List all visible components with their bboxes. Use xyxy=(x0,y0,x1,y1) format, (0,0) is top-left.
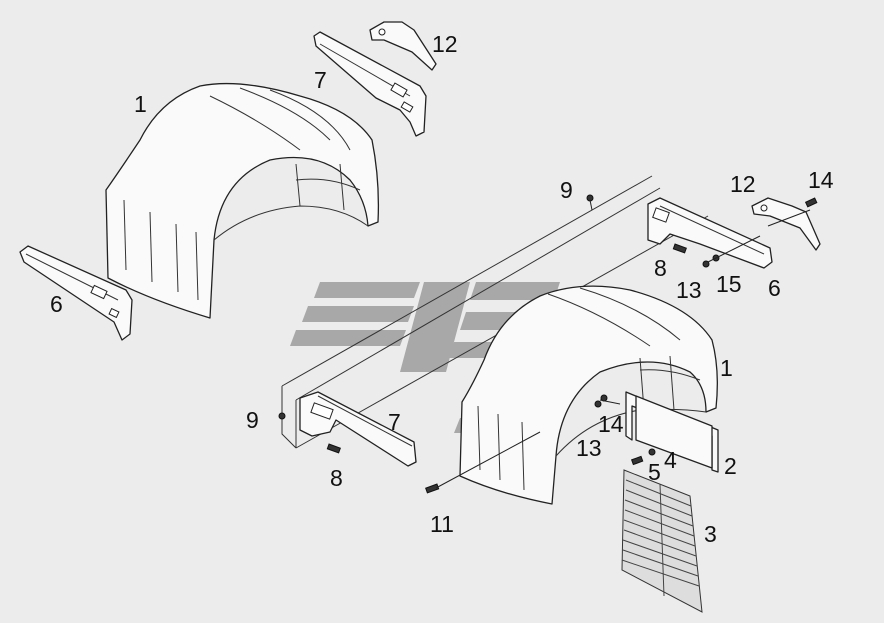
callout-8-right: 8 xyxy=(654,255,667,281)
bolt-9-lower xyxy=(278,412,286,420)
callout-14-right: 14 xyxy=(808,167,834,193)
leader-lines xyxy=(435,199,811,489)
callout-14-lower: 14 xyxy=(598,411,624,437)
bracket-right-6 xyxy=(647,197,773,269)
bracket-lower-7 xyxy=(299,391,417,467)
fasteners xyxy=(278,194,818,494)
bolt-11 xyxy=(425,483,440,494)
callout-2: 2 xyxy=(724,453,737,479)
callout-13-right: 13 xyxy=(676,277,702,303)
callout-4: 4 xyxy=(664,447,677,473)
washer-4 xyxy=(648,448,656,456)
callout-7-upper: 7 xyxy=(314,67,327,93)
callout-9-lower: 9 xyxy=(246,407,259,433)
bolt-8-lower xyxy=(326,443,341,454)
plate-right-12 xyxy=(751,197,821,251)
nut-13-lower xyxy=(594,400,602,408)
plate-upper-12 xyxy=(369,21,437,71)
callout-13-lower: 13 xyxy=(576,435,602,461)
bracket-left-6 xyxy=(19,245,133,341)
nut-13-right xyxy=(702,260,710,268)
bolt-14-right xyxy=(804,197,818,208)
callout-1-right: 1 xyxy=(720,355,733,381)
bolt-8-right xyxy=(672,243,687,254)
callout-12-right: 12 xyxy=(730,171,756,197)
bolt-5 xyxy=(630,455,644,466)
callout-15: 15 xyxy=(716,271,742,297)
callout-5: 5 xyxy=(648,459,661,485)
callout-1-upper: 1 xyxy=(134,91,147,117)
callout-6-right: 6 xyxy=(768,275,781,301)
callout-12-upper: 12 xyxy=(432,31,458,57)
splash-plate-2 xyxy=(625,391,719,473)
callout-3: 3 xyxy=(704,521,717,547)
bracket-upper-7 xyxy=(313,31,427,137)
callout-7-lower: 7 xyxy=(388,409,401,435)
callout-9-upper: 9 xyxy=(560,177,573,203)
callouts: 1 7 12 6 9 12 14 8 13 15 6 1 9 7 14 13 5… xyxy=(50,31,834,547)
callout-6-left: 6 xyxy=(50,291,63,317)
mud-flap-3 xyxy=(621,469,703,613)
callout-8-lower: 8 xyxy=(330,465,343,491)
callout-11: 11 xyxy=(430,511,454,537)
fender-left xyxy=(105,82,380,319)
